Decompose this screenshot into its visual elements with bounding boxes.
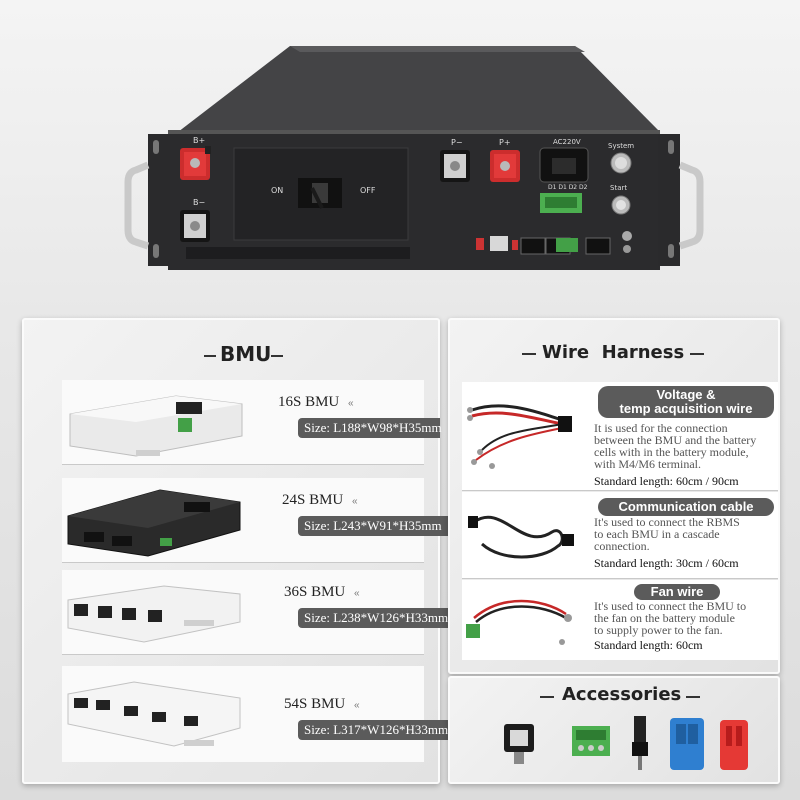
bmu-item: 16S BMU « Size: L188*W98*H35mm [62,380,442,465]
bmu-name: 16S BMU [278,394,340,410]
wire-harness-title: Wire Harness [542,342,685,363]
bmu-section-title: BMU [220,342,272,366]
bmu-size: Size: L243*W91*H35mm [298,516,454,536]
title-dash-left [540,696,554,698]
battery-management-unit-chassis: B+ B− ON OFF P− P+ AC220V System Start D… [0,0,800,300]
bmu-name: 54S BMU [284,696,346,712]
bmu-arrow: « [352,496,358,507]
desc-line: cells with in the battery module, [594,445,749,459]
switch-off-label: OFF [360,186,376,195]
bmu-54s-image [67,681,241,747]
wire-item-voltage: Voltage & temp acquisition wire It is us… [462,382,778,491]
desc-line: It's used to connect the RBMS [594,515,740,529]
desc-line: It's used to connect the BMU to [594,599,747,613]
system-label: System [608,142,635,150]
badge-line: Fan wire [650,584,704,599]
desc-line: to supply power to the fan. [594,623,723,637]
desc-line: the fan on the battery module [594,611,735,625]
fan-wire-standard: Standard length: 60cm [594,638,703,652]
badge-line: Communication cable [618,499,754,514]
accessories-title: Accessories [562,684,682,705]
title-dash-right [690,353,704,355]
blue-anderson-icon [670,718,704,770]
badge-line: temp acquisition wire [619,401,753,416]
start-label: Start [610,184,628,192]
desc-line: between the BMU and the battery [594,433,757,447]
ac-input-label: AC220V [553,138,581,146]
desc-line: with M4/M6 terminal. [594,457,701,471]
red-anderson-icon [720,720,748,770]
voltage-wire-standard: Standard length: 60cm / 90cm [594,474,739,488]
bmu-36s-image [67,585,241,643]
voltage-wire-badge: Voltage & temp acquisition wire [598,386,774,418]
wire-item-communication: Communication cable It's used to connect… [462,492,778,579]
communication-cable-badge: Communication cable [598,498,774,516]
fan-wire-badge: Fan wire [634,584,720,600]
badge-line: Voltage & [656,387,716,402]
p-minus-label: P− [451,138,463,147]
communication-cable-image [468,515,574,559]
accessories-card: Accessories [448,676,780,784]
fan-wire-image [466,599,572,645]
bmu-name: 24S BMU [282,492,344,508]
p-plus-label: P+ [499,138,511,147]
title-dash-right [271,355,283,357]
bmu-item: 24S BMU « Size: L243*W91*H35mm [62,478,454,563]
bmu-size: Size: L188*W98*H35mm [298,418,442,438]
wire-harness-card: Wire Harness Voltage & temp acquisition … [448,318,780,674]
desc-line: to each BMU in a cascade [594,527,720,541]
title-dash-left [522,353,536,355]
voltage-wire-image [467,404,572,469]
connector-icon [504,724,534,764]
bmu-arrow: « [348,398,354,409]
b-plus-label: B+ [193,136,206,145]
system-button [621,163,622,164]
bmu-card: BMU 16S BMU « Size: L188*W98*H35mm 24S B… [22,318,454,784]
voltage-wire-desc: It is used for the connection between th… [594,422,780,470]
bmu-arrow: « [354,700,360,711]
bmu-item: 54S BMU « Size: L317*W126*H33mm [62,666,454,762]
dip-label: D1 D1 D2 D2 [548,184,588,191]
communication-cable-standard: Standard length: 30cm / 60cm [594,556,739,570]
title-dash-right [686,696,700,698]
bmu-size: Size: L238*W126*H33mm [298,608,454,628]
bmu-size: Size: L317*W126*H33mm [298,720,454,740]
desc-line: It is used for the connection [594,421,728,435]
wire-item-fan: Fan wire It's used to connect the BMU to… [462,580,778,660]
green-terminal-icon [572,726,610,756]
communication-cable-desc: It's used to connect the RBMS to each BM… [594,516,780,552]
title-dash-left [204,355,216,357]
fan-wire-desc: It's used to connect the BMU to the fan … [594,600,780,636]
b-minus-label: B− [193,198,206,207]
black-plug-icon [632,716,648,770]
bmu-24s-image [67,489,241,557]
bmu-item: 36S BMU « Size: L238*W126*H33mm [62,570,454,655]
switch-on-label: ON [271,186,284,195]
bmu-16s-image [69,395,243,457]
desc-line: connection. [594,539,650,553]
chassis-illustration [124,46,704,270]
bmu-name: 36S BMU [284,584,346,600]
bmu-arrow: « [354,588,360,599]
